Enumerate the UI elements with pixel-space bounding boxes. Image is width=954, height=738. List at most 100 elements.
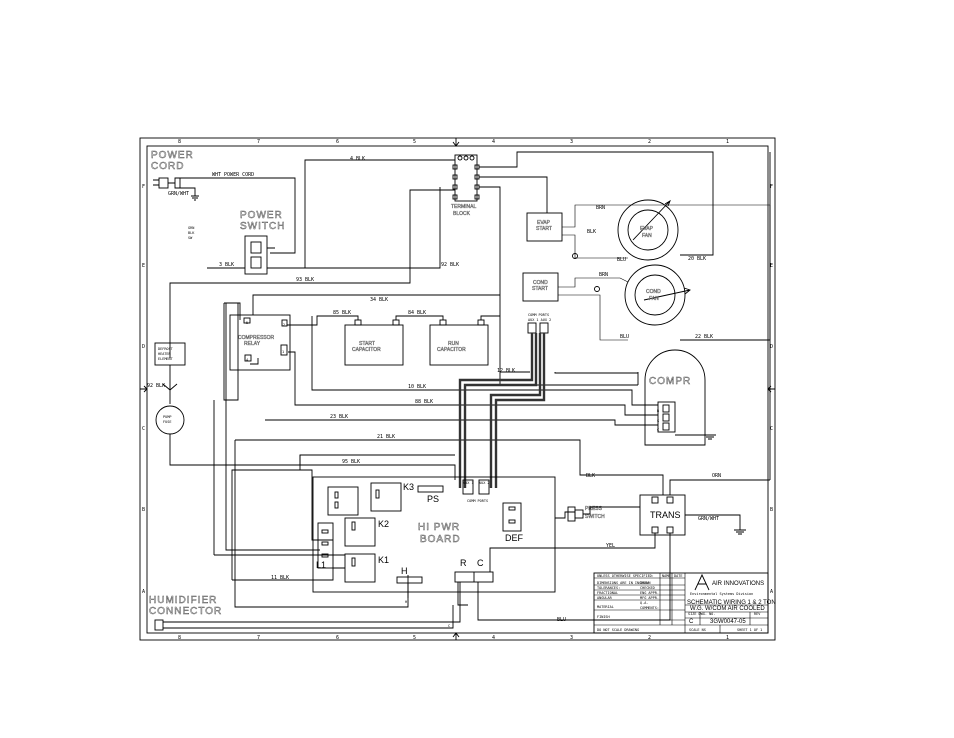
- svg-text:K1: K1: [378, 555, 389, 565]
- svg-text:COMM PORTS: COMM PORTS: [467, 499, 488, 503]
- svg-text:START: START: [532, 286, 548, 292]
- svg-text:CAPACITOR: CAPACITOR: [437, 347, 466, 353]
- svg-text:POWER: POWER: [240, 210, 283, 221]
- svg-text:AUX 1: AUX 1: [463, 481, 474, 485]
- svg-text:PRESS: PRESS: [585, 506, 603, 512]
- svg-text:GRN: GRN: [188, 226, 194, 230]
- svg-text:W.G. W/COM AIR COOLED: W.G. W/COM AIR COOLED: [690, 606, 765, 612]
- svg-text:C: C: [657, 428, 659, 432]
- svg-text:C: C: [477, 558, 484, 568]
- svg-text:SCALE NS: SCALE NS: [689, 628, 706, 632]
- comm-cable-2: [494, 333, 546, 488]
- svg-text:COMPRESSOR: COMPRESSOR: [238, 335, 275, 341]
- svg-text:BLU: BLU: [620, 334, 629, 340]
- svg-text:AIR INNOVATIONS: AIR INNOVATIONS: [712, 581, 764, 587]
- title-block: AIR INNOVATIONS Environmental Systems Di…: [593, 572, 776, 634]
- svg-text:PUMP: PUMP: [163, 415, 171, 419]
- hi-pwr-board: HI PWR BOARD K3 PS AUX 1 AUX 2 COMM PORT…: [312, 476, 556, 593]
- svg-text:DEFROST: DEFROST: [158, 347, 174, 351]
- svg-text:FAN: FAN: [642, 233, 652, 239]
- svg-text:ELEMENT: ELEMENT: [158, 357, 174, 361]
- wire-93-blk: [169, 189, 455, 358]
- svg-text:GRN/WHT: GRN/WHT: [168, 191, 189, 197]
- svg-text:CONNECTOR: CONNECTOR: [149, 606, 222, 617]
- svg-text:D: D: [770, 344, 773, 350]
- svg-text:E: E: [770, 263, 773, 269]
- svg-text:DRAWN: DRAWN: [640, 581, 651, 585]
- svg-text:3 BLK: 3 BLK: [219, 262, 234, 268]
- svg-text:TOLERANCES:: TOLERANCES:: [597, 586, 620, 590]
- svg-text:20 BLK: 20 BLK: [688, 256, 706, 262]
- svg-text:2: 2: [283, 323, 285, 327]
- svg-text:C: C: [448, 624, 450, 628]
- svg-text:1: 1: [726, 139, 729, 145]
- svg-text:COND: COND: [533, 280, 548, 286]
- svg-text:BLU: BLU: [617, 257, 626, 263]
- wire-4-blk: [275, 159, 455, 269]
- svg-text:3: 3: [570, 139, 573, 145]
- svg-text:AUX 1 AUX 2: AUX 1 AUX 2: [528, 318, 551, 322]
- ground-symbol: [180, 187, 199, 201]
- svg-text:SWITCH: SWITCH: [585, 514, 605, 520]
- svg-text:E: E: [142, 263, 145, 269]
- svg-text:A: A: [770, 589, 773, 595]
- svg-text:1: 1: [726, 635, 729, 641]
- svg-text:22 BLK: 22 BLK: [695, 334, 713, 340]
- svg-text:K3: K3: [403, 482, 414, 492]
- zone-letters-left: F E D C B A: [142, 184, 145, 595]
- svg-text:BLK: BLK: [586, 473, 595, 479]
- svg-text:START: START: [536, 226, 552, 232]
- svg-text:Q.A.: Q.A.: [640, 601, 648, 605]
- svg-text:SIZE DWG. NO.: SIZE DWG. NO.: [688, 612, 715, 616]
- svg-text:CHECKED: CHECKED: [640, 586, 655, 590]
- svg-text:93 BLK: 93 BLK: [296, 277, 314, 283]
- svg-text:Environmental Systems Division: Environmental Systems Division: [690, 592, 753, 596]
- svg-text:MFG APPR.: MFG APPR.: [640, 596, 659, 600]
- power-switch: POWER SWITCH GRN BLK SW: [188, 210, 285, 275]
- svg-text:NAME: NAME: [662, 574, 670, 578]
- svg-text:1: 1: [282, 350, 284, 354]
- svg-text:8: 8: [178, 635, 181, 641]
- svg-text:FINISH: FINISH: [597, 615, 610, 619]
- svg-text:FRACTIONAL: FRACTIONAL: [597, 591, 618, 595]
- svg-text:R: R: [460, 558, 467, 568]
- svg-text:8: 8: [178, 139, 181, 145]
- svg-text:BRN: BRN: [599, 272, 608, 278]
- svg-text:D: D: [142, 344, 145, 350]
- svg-text:TERMINAL: TERMINAL: [451, 204, 477, 210]
- svg-text:PS: PS: [427, 494, 439, 504]
- humidifier-connector: HUMIDIFIER CONNECTOR C: [149, 582, 461, 631]
- svg-text:2: 2: [648, 635, 651, 641]
- comm-ports-top: COMM PORTS AUX 1 AUX 2: [527, 313, 551, 334]
- center-arrow-top: [452, 138, 460, 147]
- press-switch: PRESS SWITCH: [567, 506, 640, 522]
- svg-text:FAN: FAN: [649, 296, 659, 302]
- svg-text:BLK: BLK: [587, 229, 596, 235]
- svg-text:H: H: [405, 600, 407, 604]
- svg-text:YEL: YEL: [606, 543, 615, 549]
- svg-text:COMMENTS:: COMMENTS:: [640, 606, 659, 610]
- terminal-block: TERMINAL BLOCK: [451, 154, 480, 217]
- svg-text:3GW0047-05: 3GW0047-05: [710, 619, 746, 625]
- svg-text:R: R: [657, 409, 660, 413]
- start-capacitor: START CAPACITOR: [344, 319, 404, 366]
- svg-text:CAPACITOR: CAPACITOR: [352, 347, 381, 353]
- svg-text:2: 2: [648, 139, 651, 145]
- svg-text:MATERIAL: MATERIAL: [597, 605, 614, 609]
- svg-text:B: B: [142, 507, 145, 513]
- svg-text:ENG APPR.: ENG APPR.: [640, 591, 659, 595]
- zone-numbers-top: 8 7 6 5 4 3 2 1: [178, 139, 729, 145]
- svg-text:SW: SW: [188, 236, 193, 240]
- run-capacitor: RUN CAPACITOR: [429, 319, 489, 366]
- svg-text:FUSE: FUSE: [163, 420, 171, 424]
- wht-power-cord-wire: [180, 177, 296, 254]
- svg-text:START: START: [359, 341, 375, 347]
- svg-text:A: A: [142, 589, 145, 595]
- svg-text:GRN/WHT: GRN/WHT: [698, 516, 719, 522]
- svg-text:AUX 2: AUX 2: [479, 481, 490, 485]
- svg-text:6: 6: [336, 635, 339, 641]
- svg-text:ANGULAR: ANGULAR: [597, 596, 613, 600]
- svg-text:ORN: ORN: [712, 473, 721, 479]
- svg-text:4 BLK: 4 BLK: [350, 156, 365, 162]
